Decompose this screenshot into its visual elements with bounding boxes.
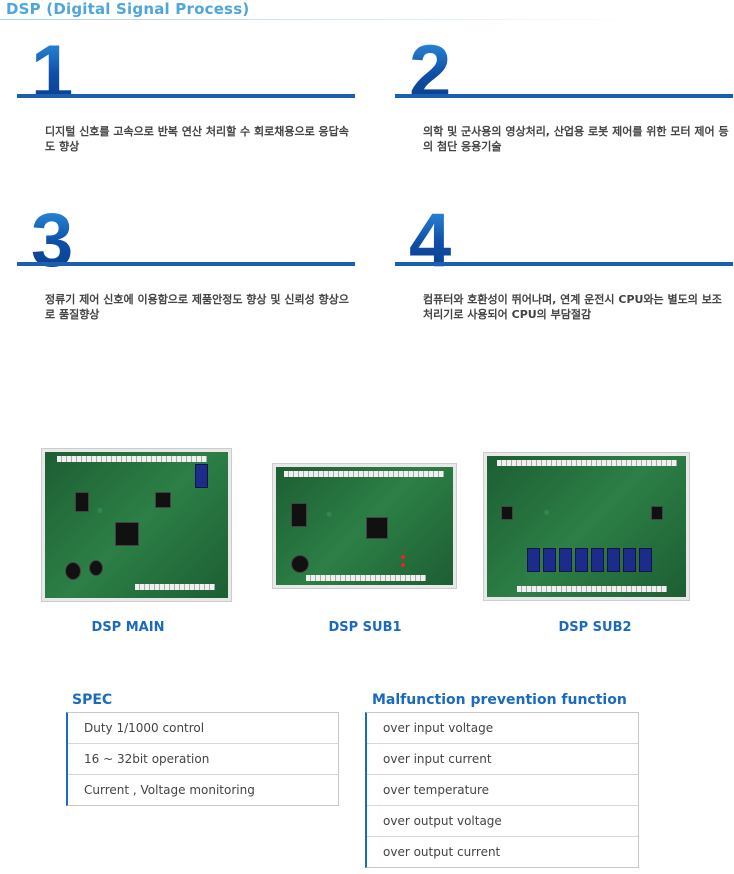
chip xyxy=(115,522,139,546)
feature-description: 의학 및 군사용의 영상처리, 산업용 로봇 제어를 위한 모터 제어 등의 첨… xyxy=(423,125,729,153)
malfunction-row: over input voltage xyxy=(367,713,638,744)
feature-number: 3 xyxy=(31,210,74,268)
dsp-main-board-image xyxy=(42,449,231,601)
capacitor xyxy=(65,562,81,580)
page-title: DSP (Digital Signal Process) xyxy=(6,0,250,18)
led xyxy=(401,555,405,559)
capacitor xyxy=(89,560,103,576)
chip xyxy=(501,506,513,520)
feature-bar xyxy=(395,262,733,266)
feature-number: 2 xyxy=(409,42,452,100)
led xyxy=(401,563,405,567)
feature-bar xyxy=(17,262,355,266)
feature-description: 정류기 제어 신호에 이용함으로 제품안정도 향상 및 신뢰성 향상으로 품질향… xyxy=(45,293,349,321)
relay xyxy=(195,464,208,488)
connector xyxy=(306,575,426,581)
feature-description: 컴퓨터와 호환성이 뛰어나며, 연계 운전시 CPU와는 별도의 보조 처리기로… xyxy=(423,293,722,321)
feature-description: 디지털 신호를 고속으로 반복 연산 처리할 수 회로채용으로 응답속도 향상 xyxy=(45,125,349,153)
malfunction-table: over input voltage over input current ov… xyxy=(365,712,639,868)
malfunction-title: Malfunction prevention function xyxy=(372,692,627,708)
feature-number: 4 xyxy=(409,210,452,268)
spec-row: Current , Voltage monitoring xyxy=(84,783,255,797)
chip xyxy=(155,492,171,508)
feature-bar xyxy=(395,94,733,98)
chip xyxy=(75,492,89,512)
relay xyxy=(527,548,540,572)
spec-title: SPEC xyxy=(72,692,113,708)
relay xyxy=(591,548,604,572)
board-label-sub2: DSP SUB2 xyxy=(558,620,632,635)
chip xyxy=(291,503,307,527)
relay xyxy=(543,548,556,572)
spec-row: 16 ~ 32bit operation xyxy=(68,744,338,775)
relay xyxy=(575,548,588,572)
malfunction-row: over input current xyxy=(367,744,638,775)
feature-number: 1 xyxy=(31,42,74,100)
feature-bar xyxy=(17,94,355,98)
dsp-sub1-board-image xyxy=(273,464,456,588)
malfunction-row: over output current xyxy=(383,845,501,859)
buzzer xyxy=(291,555,309,573)
relay xyxy=(607,548,620,572)
spec-row: Duty 1/1000 control xyxy=(68,713,338,744)
relay xyxy=(639,548,652,572)
relay xyxy=(623,548,636,572)
title-divider xyxy=(0,19,640,20)
connector xyxy=(135,584,215,590)
malfunction-row: over output voltage xyxy=(367,806,638,837)
chip xyxy=(651,506,663,520)
spec-table: Duty 1/1000 control 16 ~ 32bit operation… xyxy=(66,712,339,806)
board-label-sub1: DSP SUB1 xyxy=(328,620,402,635)
connector xyxy=(497,460,677,466)
chip xyxy=(366,517,388,539)
relay xyxy=(559,548,572,572)
connector xyxy=(517,586,667,592)
dsp-sub2-board-image xyxy=(484,453,689,600)
connector xyxy=(57,456,207,462)
board-label-main: DSP MAIN xyxy=(91,620,165,635)
malfunction-row: over temperature xyxy=(367,775,638,806)
connector xyxy=(284,471,444,477)
